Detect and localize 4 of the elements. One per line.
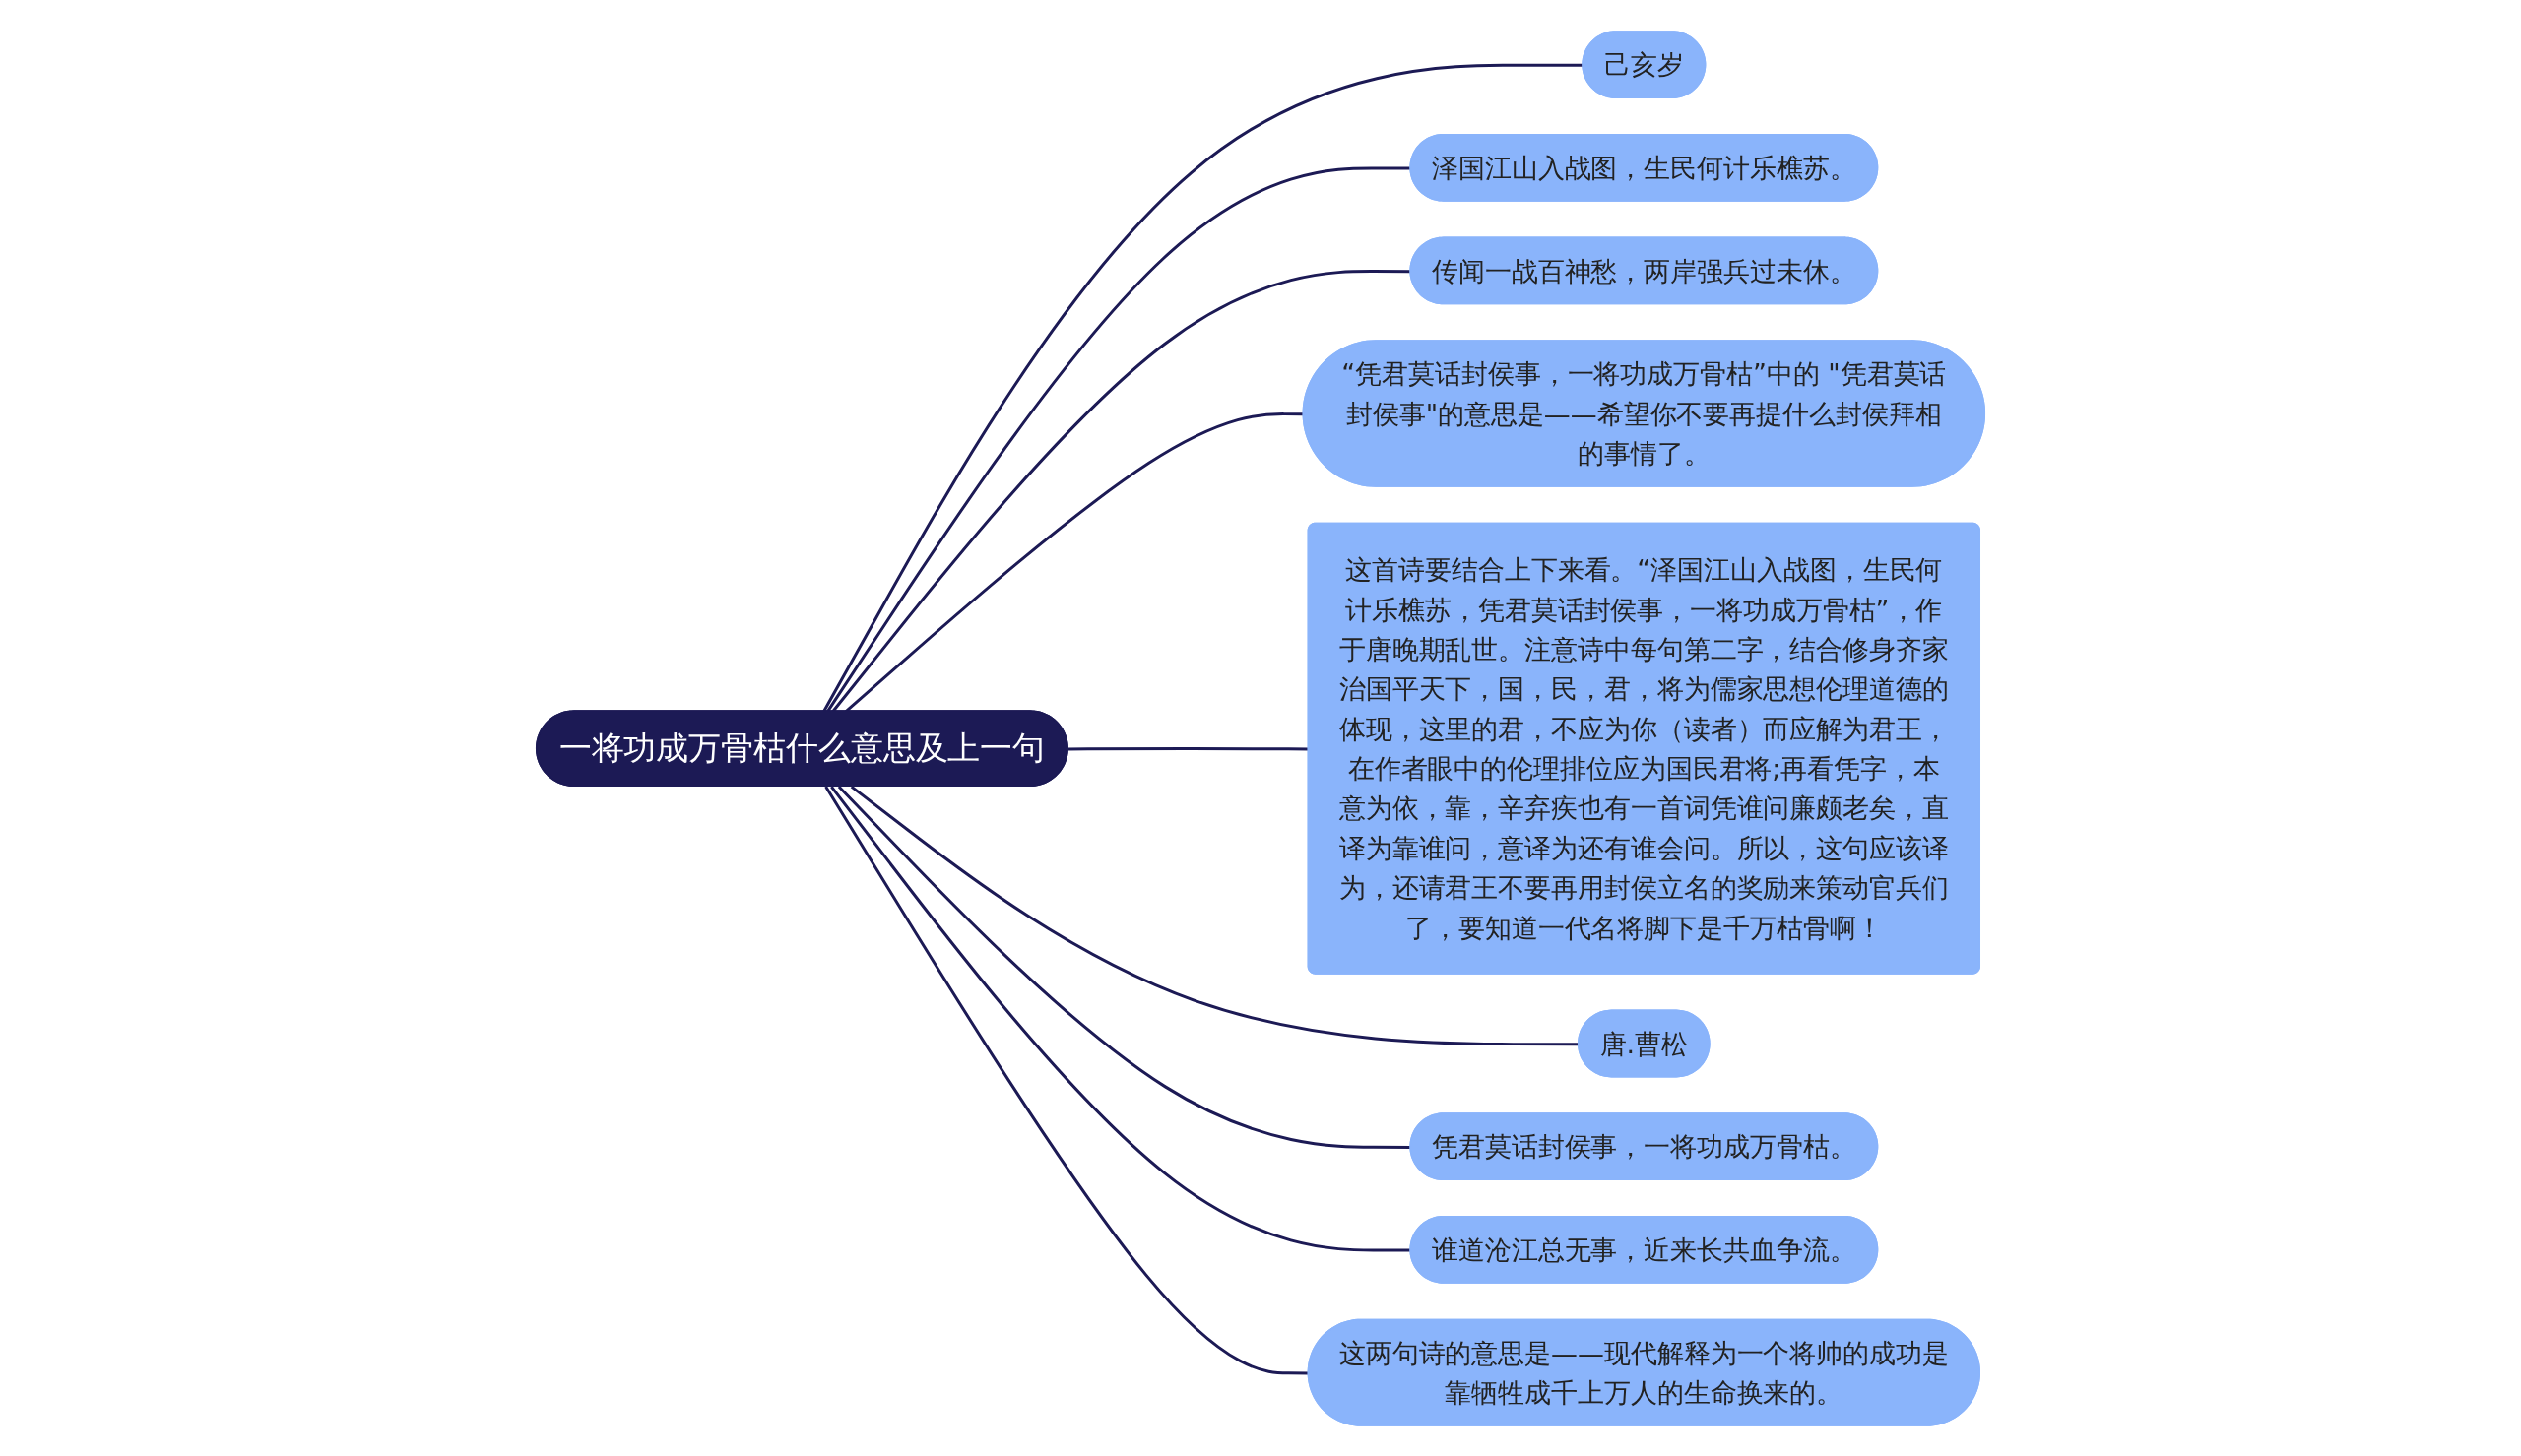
connector xyxy=(830,785,1411,1252)
connector xyxy=(824,785,1310,1374)
connector xyxy=(850,785,1580,1045)
connector xyxy=(837,785,1411,1149)
